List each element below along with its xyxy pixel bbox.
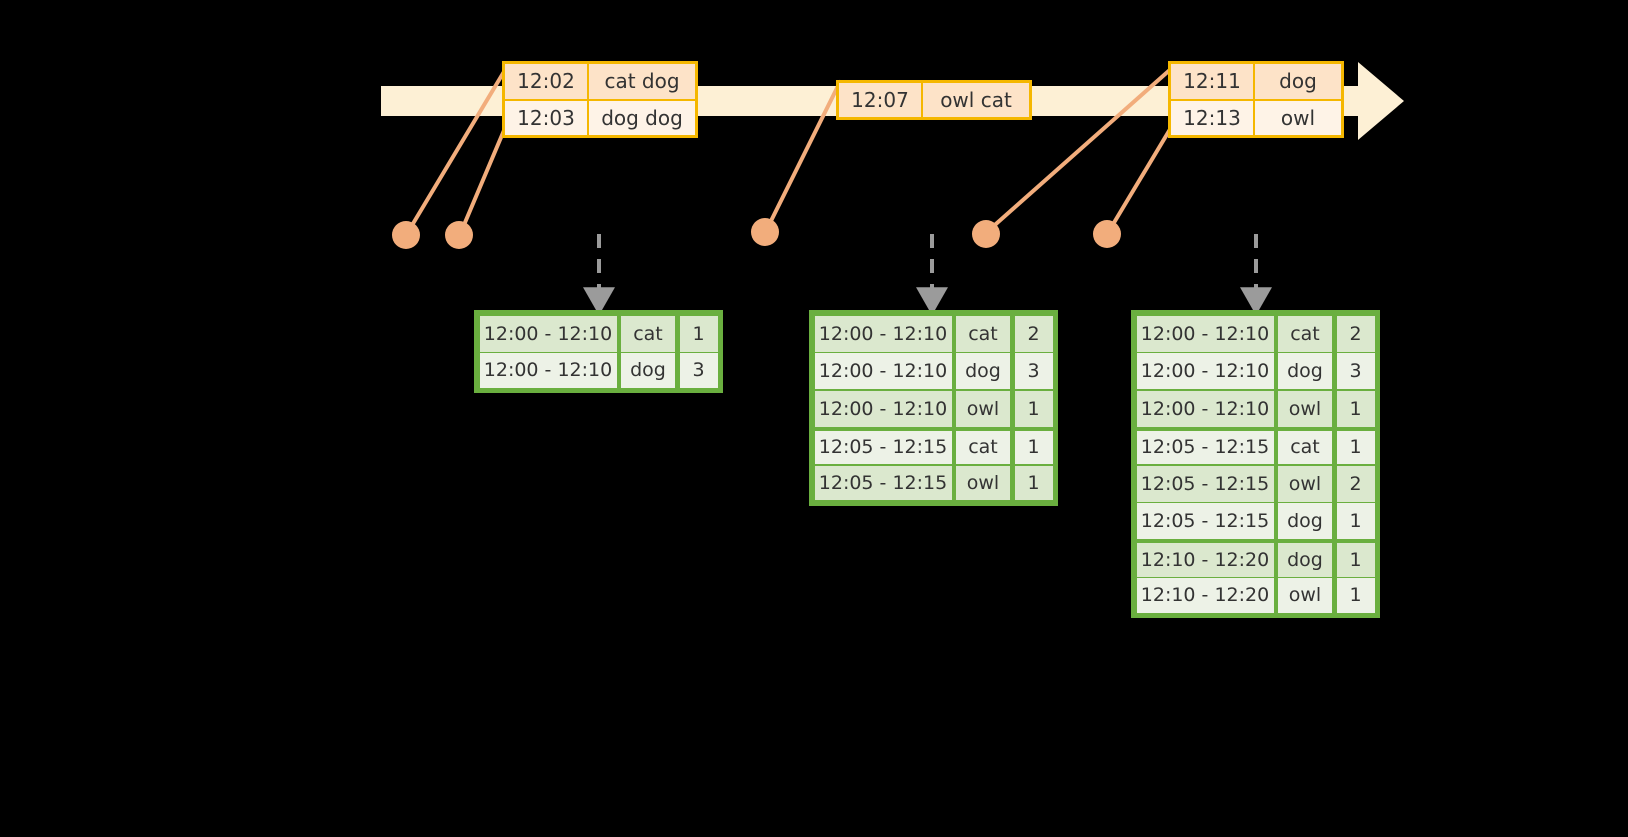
- window-cell: 12:10 - 12:20: [1136, 543, 1274, 577]
- event-words: owl cat: [940, 88, 1012, 112]
- event-group-2[interactable]: 12:07 owl cat: [836, 80, 1032, 120]
- connector-1: [406, 68, 507, 234]
- count-cell: 2: [1336, 315, 1375, 352]
- window-cell: 12:00 - 12:10: [1136, 390, 1274, 427]
- connector-3: [765, 80, 842, 231]
- marker-4: [972, 220, 1000, 248]
- key-cell: owl: [1278, 465, 1332, 502]
- count-cell: 3: [1014, 353, 1053, 389]
- window-cell: 12:05 - 12:15: [814, 465, 952, 500]
- event-row[interactable]: 12:03 dog dog: [505, 98, 695, 135]
- window-cell: 12:00 - 12:10: [814, 390, 952, 427]
- count-cell: 1: [1336, 543, 1375, 577]
- key-cell: dog: [621, 353, 675, 388]
- event-time: 12:02: [505, 64, 589, 99]
- count-cell: 1: [1336, 430, 1375, 464]
- event-group-3[interactable]: 12:11 dog 12:13 owl: [1168, 61, 1344, 138]
- event-time: 12:11: [1171, 64, 1255, 99]
- event-words: owl: [1280, 105, 1316, 130]
- key-cell: dog: [1278, 353, 1332, 389]
- key-cell: owl: [956, 390, 1010, 427]
- window-cell: 12:00 - 12:10: [1136, 353, 1274, 389]
- count-cell: 1: [1336, 578, 1375, 613]
- event-words: dog: [1279, 69, 1317, 94]
- count-cell: 1: [1014, 390, 1053, 427]
- key-cell: cat: [1278, 315, 1332, 352]
- event-time: 12:03: [505, 100, 589, 135]
- event-words: dog dog: [601, 105, 683, 130]
- window-cell: 12:00 - 12:10: [479, 353, 617, 388]
- window-cell: 12:00 - 12:10: [1136, 315, 1274, 352]
- event-row[interactable]: 12:02 cat dog: [505, 64, 695, 99]
- marker-1: [392, 221, 420, 249]
- window-cell: 12:00 - 12:10: [814, 315, 952, 352]
- key-cell: cat: [1278, 430, 1332, 464]
- count-cell: 1: [1014, 430, 1053, 464]
- event-words: cat dog: [604, 69, 680, 94]
- window-cell: 12:00 - 12:10: [814, 353, 952, 389]
- window-cell: 12:05 - 12:15: [1136, 503, 1274, 539]
- event-group-1[interactable]: 12:02 cat dog 12:03 dog dog: [502, 61, 698, 138]
- key-cell: cat: [956, 315, 1010, 352]
- key-cell: cat: [956, 430, 1010, 464]
- connector-lines: [406, 66, 1174, 234]
- key-cell: owl: [1278, 578, 1332, 613]
- count-cell: 3: [1336, 353, 1375, 389]
- key-cell: dog: [956, 353, 1010, 389]
- count-cell: 1: [679, 315, 718, 352]
- dashed-arrows: [583, 234, 1272, 316]
- event-markers: [392, 218, 1121, 249]
- event-row[interactable]: 12:13 owl: [1171, 98, 1341, 135]
- count-cell: 1: [1336, 503, 1375, 539]
- count-cell: 1: [1014, 465, 1053, 500]
- count-cell: 3: [679, 353, 718, 388]
- event-time: 12:07: [839, 83, 923, 117]
- key-cell: cat: [621, 315, 675, 352]
- key-cell: owl: [1278, 390, 1332, 427]
- count-cell: 1: [1336, 390, 1375, 427]
- key-cell: dog: [1278, 543, 1332, 577]
- connector-5: [1107, 124, 1174, 233]
- marker-3: [751, 218, 779, 246]
- connector-4: [986, 66, 1174, 233]
- marker-5: [1093, 220, 1121, 248]
- event-row[interactable]: 12:07 owl cat: [839, 83, 1029, 117]
- key-cell: dog: [1278, 503, 1332, 539]
- window-cell: 12:05 - 12:15: [814, 430, 952, 464]
- count-cell: 2: [1336, 465, 1375, 502]
- window-cell: 12:05 - 12:15: [1136, 465, 1274, 502]
- event-time: 12:13: [1171, 100, 1255, 135]
- window-cell: 12:00 - 12:10: [479, 315, 617, 352]
- key-cell: owl: [956, 465, 1010, 500]
- connector-2: [459, 126, 507, 234]
- window-cell: 12:05 - 12:15: [1136, 430, 1274, 464]
- marker-2: [445, 221, 473, 249]
- count-cell: 2: [1014, 315, 1053, 352]
- window-cell: 12:10 - 12:20: [1136, 578, 1274, 613]
- event-row[interactable]: 12:11 dog: [1171, 64, 1341, 99]
